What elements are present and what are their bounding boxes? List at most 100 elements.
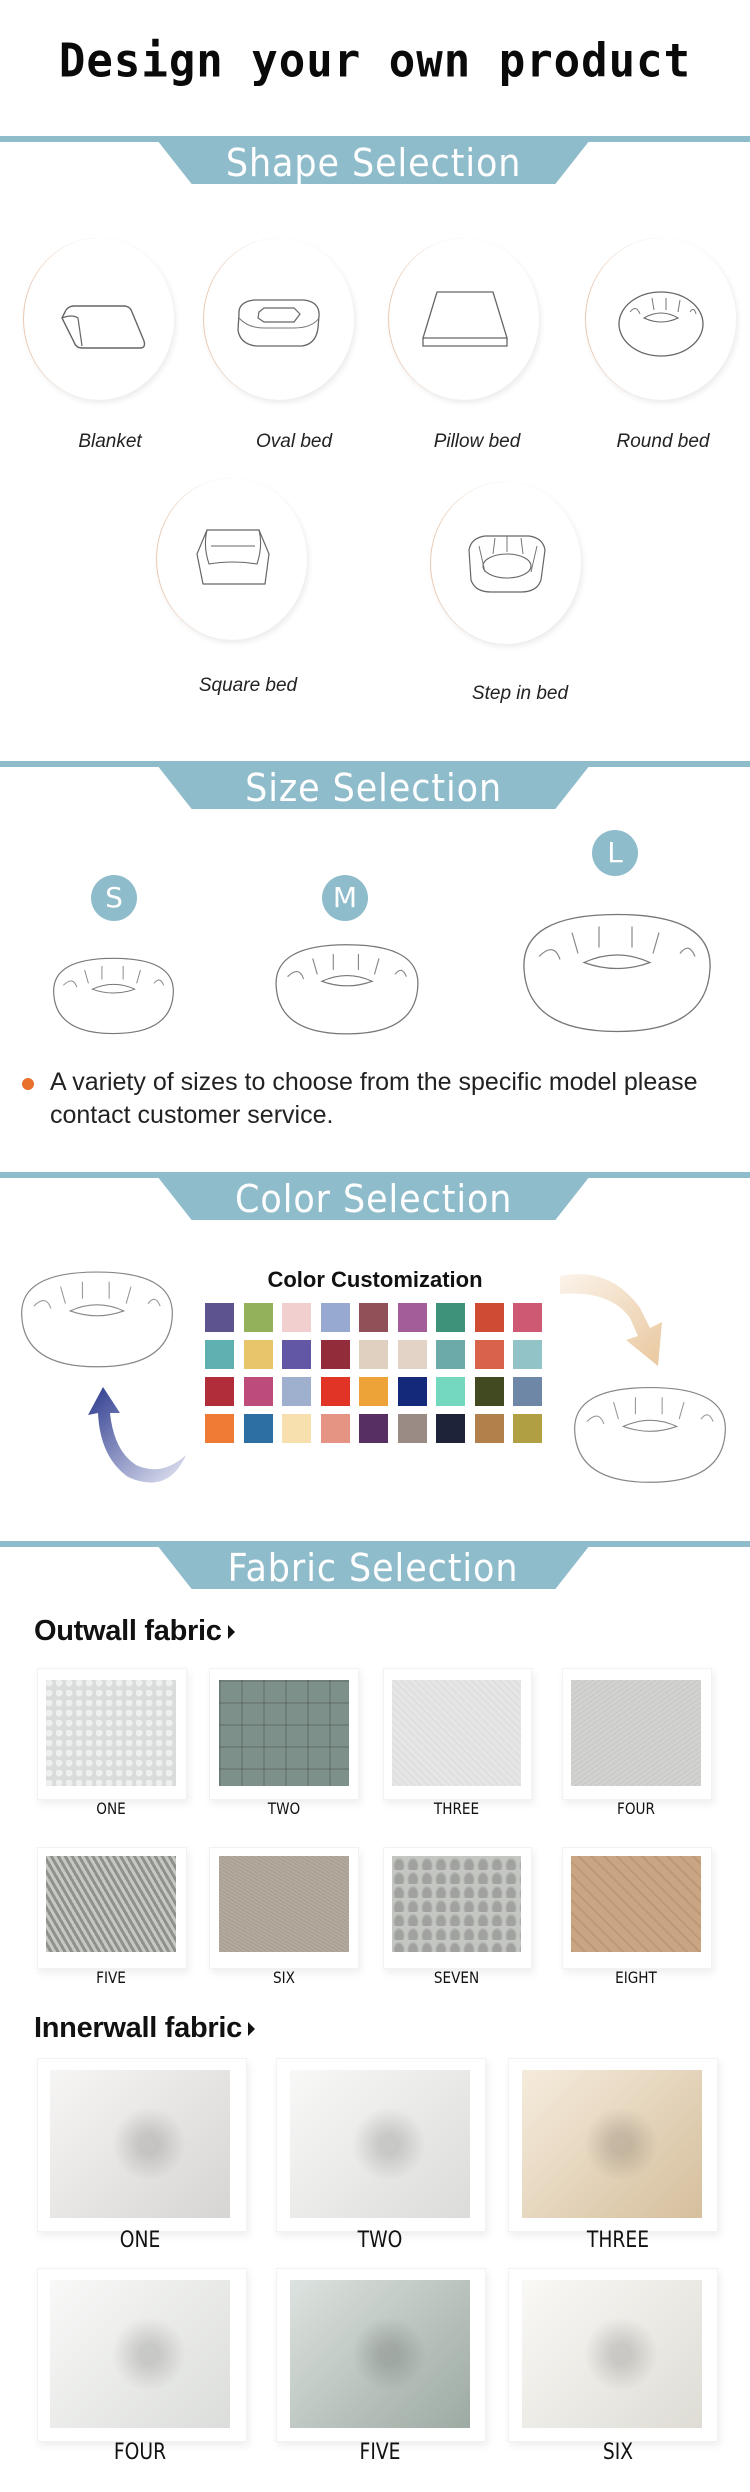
color-swatch[interactable] [513, 1414, 542, 1443]
color-swatch[interactable] [205, 1414, 234, 1443]
round-bed-icon [53, 957, 174, 1035]
shape-option-square-bed[interactable] [156, 478, 307, 640]
color-swatch[interactable] [359, 1303, 388, 1332]
color-swatch[interactable] [436, 1414, 465, 1443]
shape-option-pillow-bed[interactable] [388, 238, 539, 400]
color-swatch-grid [205, 1303, 545, 1523]
shape-option-oval-bed[interactable] [203, 238, 354, 400]
shape-label: Round bed [616, 431, 710, 452]
section-divider [0, 1172, 750, 1178]
color-swatch[interactable] [282, 1303, 311, 1332]
color-swatch[interactable] [513, 1303, 542, 1332]
shape-circle [388, 238, 539, 400]
shape-circle [203, 238, 354, 400]
color-swatch[interactable] [436, 1340, 465, 1369]
fabric-label: THREE [433, 1799, 480, 1818]
color-swatch[interactable] [474, 1303, 504, 1332]
innerwall-fabric-heading: Innerwall fabric [34, 2012, 255, 2045]
fabric-swatch-image [392, 1856, 521, 1952]
shape-option-round-bed[interactable] [585, 238, 736, 400]
fabric-label: EIGHT [615, 1968, 657, 1987]
color-swatch[interactable] [320, 1340, 350, 1369]
arrow-up-icon [68, 1385, 188, 1490]
color-swatch[interactable] [243, 1377, 273, 1406]
fabric-label: FOUR [617, 1799, 655, 1818]
fabric-label: SIX [273, 1968, 295, 1987]
color-swatch[interactable] [243, 1340, 273, 1369]
color-swatch[interactable] [397, 1303, 427, 1332]
color-swatch[interactable] [474, 1414, 504, 1443]
color-swatch[interactable] [513, 1340, 542, 1369]
color-swatch[interactable] [359, 1377, 388, 1406]
color-swatch[interactable] [320, 1414, 350, 1443]
fabric-swatch-image [46, 1856, 176, 1952]
color-swatch[interactable] [397, 1414, 427, 1443]
color-swatch[interactable] [205, 1340, 234, 1369]
color-swatch[interactable] [205, 1377, 234, 1406]
color-swatch[interactable] [436, 1377, 465, 1406]
fabric-swatch-image [392, 1680, 521, 1786]
size-note: A variety of sizes to choose from the sp… [50, 1068, 698, 1129]
section-divider [0, 136, 750, 142]
color-swatch[interactable] [397, 1340, 427, 1369]
section-divider [0, 1541, 750, 1547]
caret-right-icon [247, 2022, 255, 2037]
fabric-section-banner: Fabric Selection [157, 1545, 590, 1589]
shape-circle [585, 238, 736, 400]
fabric-section-title: Fabric Selection [228, 1546, 519, 1590]
round-bed-icon [618, 291, 704, 357]
fabric-swatch-image [219, 1680, 349, 1786]
fabric-label: THREE [586, 2228, 650, 2253]
fabric-label: SEVEN [433, 1968, 480, 1987]
fabric-swatch-image [46, 1680, 176, 1786]
color-swatch[interactable] [282, 1340, 311, 1369]
color-section-banner: Color Selection [157, 1176, 590, 1220]
color-swatch[interactable] [474, 1340, 504, 1369]
color-swatch[interactable] [513, 1377, 542, 1406]
color-customization-title: Color Customization [267, 1267, 483, 1292]
shape-label: Square bed [198, 675, 298, 696]
round-bed-icon [275, 944, 419, 1035]
color-swatch[interactable] [320, 1303, 350, 1332]
color-swatch[interactable] [436, 1303, 465, 1332]
size-section-banner: Size Selection [157, 765, 590, 809]
fabric-swatch-image [522, 2280, 702, 2428]
fabric-swatch-image [219, 1856, 349, 1952]
size-badge-l[interactable]: L [592, 830, 638, 876]
section-divider [0, 761, 750, 767]
fabric-swatch-image [571, 1680, 701, 1786]
bed-left-illustration [12, 1262, 182, 1372]
color-swatch[interactable] [243, 1414, 273, 1443]
size-badge-m[interactable]: M [322, 875, 368, 921]
fabric-label: FOUR [113, 2440, 167, 2465]
fabric-swatch-image [50, 2280, 230, 2428]
size-section-title: Size Selection [245, 766, 502, 810]
bed-medium-illustration [267, 932, 427, 1042]
shape-circle [430, 482, 581, 644]
arrow-down-icon [560, 1268, 675, 1368]
round-bed-icon [523, 913, 711, 1033]
shape-label: Oval bed [255, 431, 333, 452]
shape-option-step-in-bed[interactable] [430, 482, 581, 647]
color-swatch[interactable] [243, 1303, 273, 1332]
color-section-title: Color Selection [234, 1177, 513, 1221]
bed-large-illustration [512, 900, 722, 1040]
shape-circle [156, 478, 307, 640]
size-badge-s[interactable]: S [91, 875, 137, 921]
color-swatch[interactable] [359, 1340, 388, 1369]
fabric-label: ONE [119, 2228, 161, 2253]
caret-right-icon [227, 1625, 235, 1640]
color-swatch[interactable] [282, 1377, 311, 1406]
shape-circle [23, 238, 174, 400]
color-swatch[interactable] [359, 1414, 388, 1443]
oval-bed-icon [237, 299, 320, 347]
fabric-swatch-image [50, 2070, 230, 2218]
color-swatch[interactable] [397, 1377, 427, 1406]
bed-small-illustration [46, 950, 181, 1038]
color-swatch[interactable] [282, 1414, 311, 1443]
step-in-bed-icon [468, 535, 546, 593]
color-swatch[interactable] [205, 1303, 234, 1332]
shape-option-blanket[interactable] [23, 238, 174, 400]
color-swatch[interactable] [474, 1377, 504, 1406]
color-swatch[interactable] [320, 1377, 350, 1406]
